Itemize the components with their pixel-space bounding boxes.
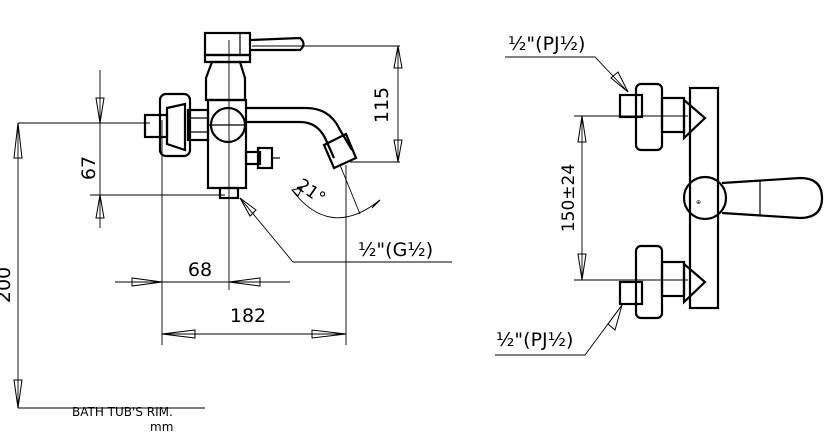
bottom-inlet-callout: ½"(PJ½)	[495, 304, 623, 356]
dimension-200: 200	[0, 122, 23, 409]
dimension-68: 68	[115, 259, 290, 287]
dim-115-label: 115	[371, 87, 393, 123]
bath-tub-rim: BATH TUB'S RIM. mm	[18, 405, 205, 434]
front-view: ⊕ 150±24 ½"(PJ½) ½"(PJ½)	[495, 33, 824, 356]
unit-label: mm	[150, 420, 173, 432]
dim-150-label: 150±24	[559, 164, 579, 232]
dim-182-label: 182	[230, 305, 266, 327]
svg-text:⊕: ⊕	[696, 199, 701, 206]
dim-68-label: 68	[188, 259, 212, 281]
dimension-182: 182	[161, 305, 347, 339]
dimension-115: 115	[371, 45, 403, 163]
dim-200-label: 200	[0, 267, 15, 303]
front-handle: ⊕	[682, 175, 824, 221]
back-plate	[688, 86, 720, 310]
wall-connector	[143, 92, 210, 158]
dimension-150: 150±24	[559, 115, 587, 281]
bottom-inlet-label: ½"(PJ½)	[496, 329, 573, 351]
bottom-inlet-assembly	[618, 244, 707, 320]
outlet-callout: ½"(G½)	[239, 197, 452, 263]
rim-label: BATH TUB'S RIM.	[72, 405, 173, 419]
main-body	[206, 98, 248, 200]
top-inlet-callout: ½"(PJ½)	[505, 33, 629, 93]
diverter-knob	[244, 146, 280, 170]
spout	[246, 106, 358, 170]
outlet-callout-label: ½"(G½)	[358, 239, 433, 261]
dimension-67: 67	[78, 70, 105, 228]
angle-21-label: 21°	[293, 175, 329, 209]
side-view: 115 67 200 68 182	[0, 31, 452, 434]
lever-handle	[203, 31, 305, 57]
cartridge-body	[203, 53, 252, 102]
dim-67-label: 67	[78, 156, 100, 180]
top-inlet-assembly	[618, 82, 707, 152]
top-inlet-label: ½"(PJ½)	[508, 33, 585, 55]
angle-21: 21°	[290, 164, 381, 219]
